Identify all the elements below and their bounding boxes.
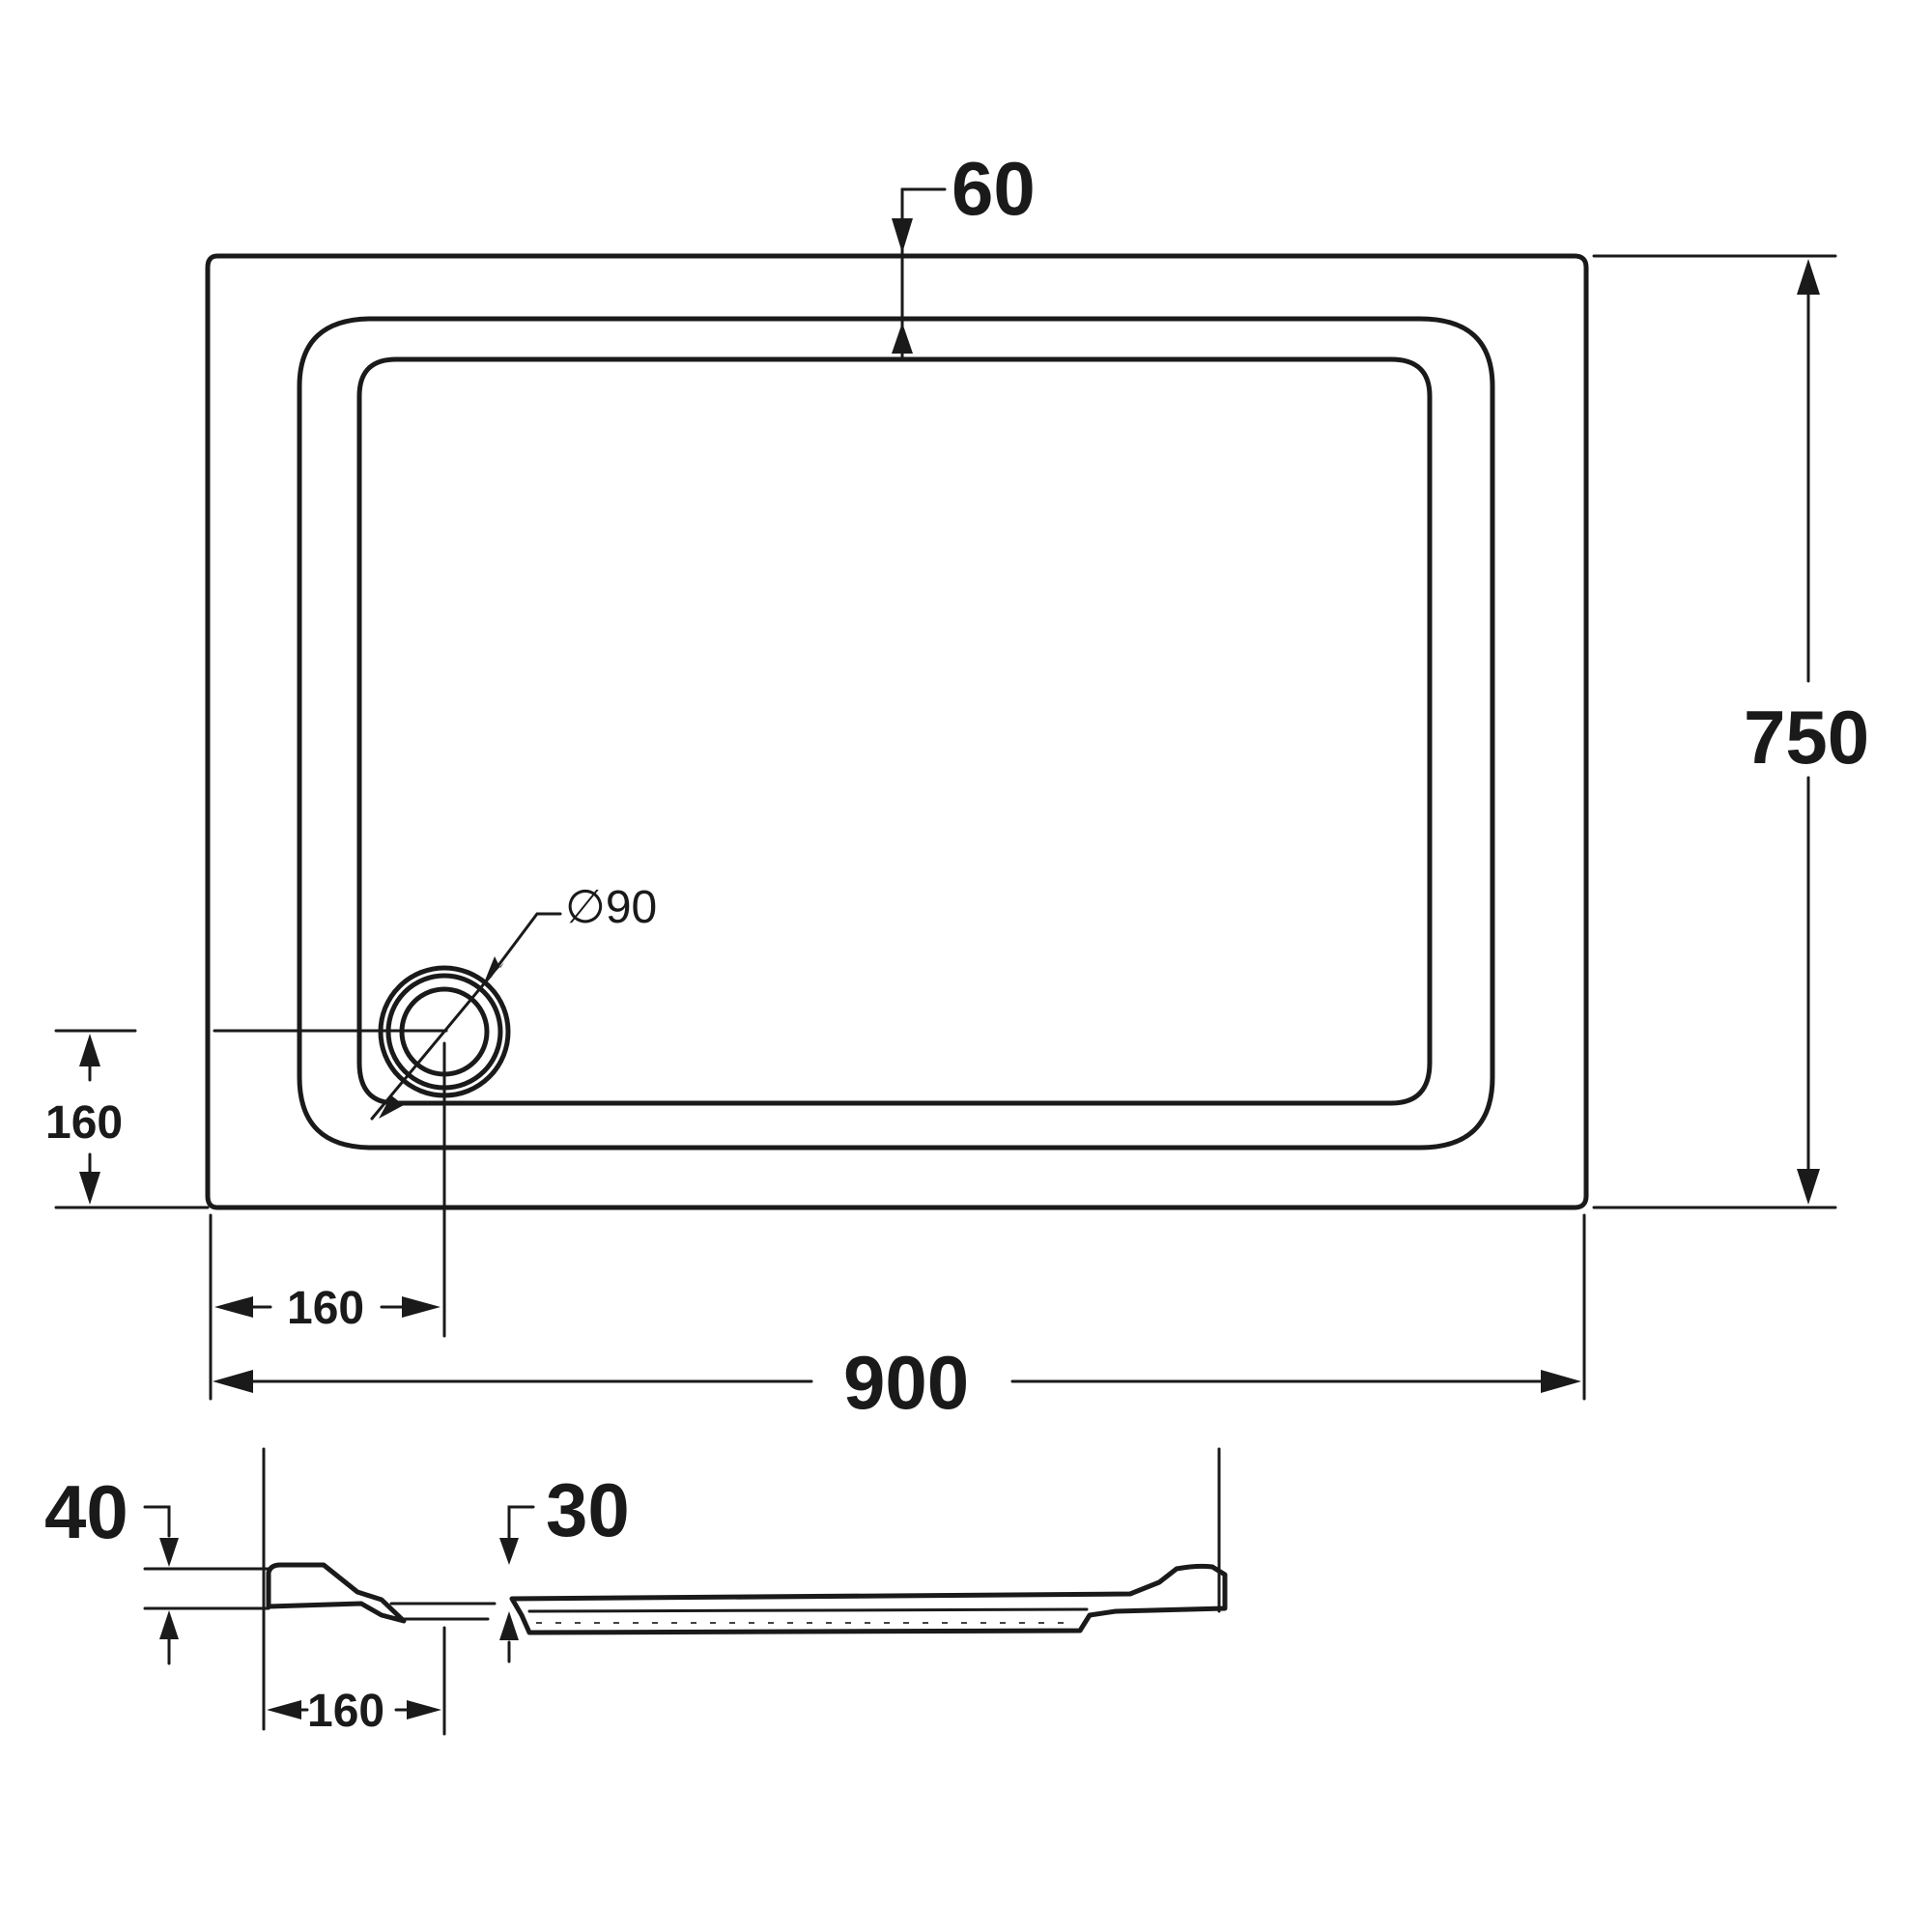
depth-dimension: 750	[1592, 254, 1869, 1209]
height-leader	[143, 1505, 171, 1538]
depth-label: 750	[1744, 695, 1869, 780]
section-profile-right	[509, 1563, 1228, 1635]
rim-dim-arrow-bottom	[892, 323, 913, 354]
tray-outer-outline	[205, 253, 1589, 1210]
width-label: 900	[843, 1340, 969, 1425]
offset-y-arrow-top	[79, 1034, 100, 1066]
height-label: 40	[44, 1469, 128, 1554]
width-arrow-left	[213, 1370, 253, 1393]
section-view	[262, 1447, 1228, 1731]
offset-x-label: 160	[287, 1283, 364, 1334]
waste-offset-y-dimension: 160	[45, 1029, 210, 1209]
depth-arrow-top	[1797, 259, 1820, 295]
waste-diameter-leader	[489, 912, 562, 978]
section-offset-label: 160	[307, 1686, 384, 1737]
height-arrow-bottom	[159, 1610, 179, 1639]
section-height-dimension: 40	[44, 1469, 270, 1665]
offset-y-label: 160	[45, 1097, 123, 1149]
offset-x-arrow-left	[214, 1296, 253, 1318]
width-dimension: 900	[209, 1213, 1586, 1425]
plan-view: ∅90	[205, 253, 1589, 1338]
width-arrow-right	[1541, 1370, 1581, 1393]
waste-diameter-label: ∅90	[565, 882, 657, 933]
section-waste-depth-dimension: 30	[499, 1467, 630, 1663]
waste-diameter-line	[370, 974, 493, 1121]
offset-y-arrow-bottom	[79, 1172, 100, 1205]
waste-diameter-arrow-lower	[379, 1095, 404, 1119]
waste-offset-x-dimension: 160	[214, 1283, 440, 1334]
depth30-arrow-bottom	[499, 1611, 519, 1640]
rim-dim-label: 60	[952, 146, 1036, 231]
section-base-line	[527, 1607, 1089, 1613]
tray-rim-edge	[297, 316, 1495, 1151]
section-offset-arrow-right	[407, 1700, 441, 1719]
section-offset-arrow-left	[267, 1700, 301, 1719]
height-arrow-top	[159, 1538, 179, 1567]
rim-width-dimension: 60	[892, 146, 1036, 361]
depth30-leader	[507, 1505, 535, 1540]
depth30-label: 30	[546, 1467, 630, 1552]
depth30-arrow-top	[499, 1538, 519, 1565]
section-profile-left	[266, 1562, 407, 1624]
rim-dim-arrow-top	[892, 218, 913, 253]
tray-basin-edge	[356, 356, 1433, 1106]
depth-arrow-bottom	[1797, 1169, 1820, 1205]
section-waste-offset-dimension: 160	[267, 1626, 446, 1737]
offset-x-arrow-right	[402, 1296, 440, 1318]
